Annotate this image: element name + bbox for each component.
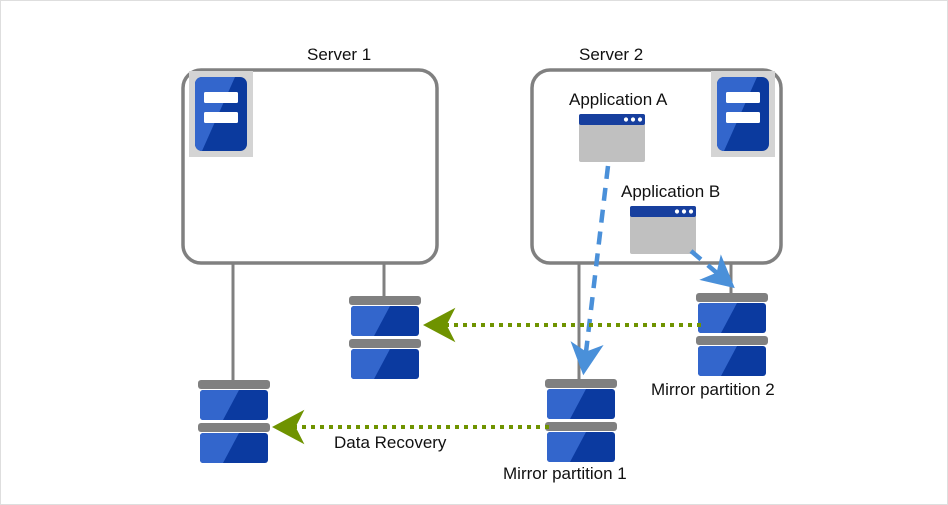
mirror-partition-1-label: Mirror partition 1 (503, 464, 627, 483)
application-a-label: Application A (569, 90, 668, 109)
server-2-label: Server 2 (579, 45, 644, 64)
app-window-icon (579, 114, 645, 162)
server-1-label: Server 1 (307, 45, 372, 64)
mirror-write-arrow-b (689, 249, 735, 289)
server-tower-icon (189, 71, 253, 157)
disk-stack-icon (696, 293, 768, 376)
data-recovery-label: Data Recovery (334, 433, 447, 452)
disk-stack-icon (349, 296, 421, 379)
server-1-enclosure (181, 68, 439, 383)
application-b-label: Application B (621, 182, 721, 201)
mirror-partition-2-label: Mirror partition 2 (651, 380, 775, 399)
mirror-write-arrow-a (570, 165, 611, 376)
disk-stack-icon (198, 380, 270, 463)
server-tower-icon (711, 71, 775, 157)
app-window-icon (630, 206, 696, 254)
disk-stack-icon (545, 379, 617, 462)
